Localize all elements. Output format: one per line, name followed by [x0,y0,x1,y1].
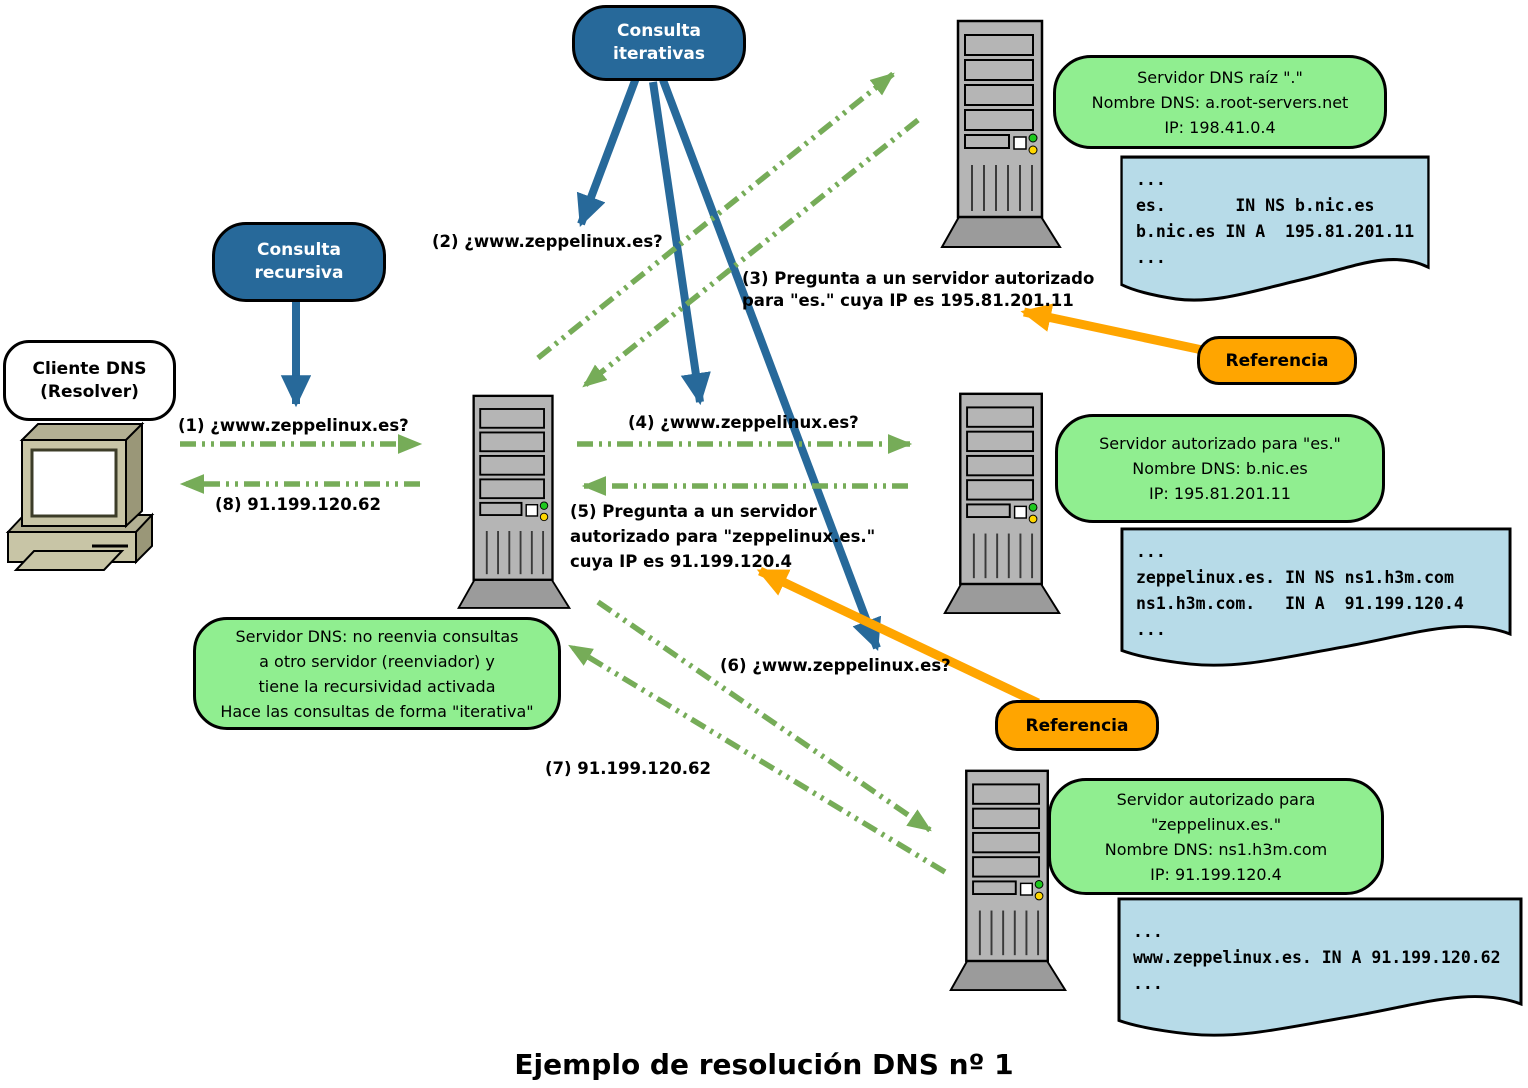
record-doc-root: ... es. IN NS b.nic.es b.nic.es IN A 195… [1120,155,1430,303]
referral-badge-bottom: Referencia [995,700,1159,751]
info-bubble-zeppelinux-server: Servidor autorizado para "zeppelinux.es.… [1048,778,1384,895]
label-step-8: (8) 91.199.120.62 [215,495,381,514]
server-tower-icon-es [943,392,1061,615]
arrow-step3-response [582,117,920,389]
record-text-zeppelinux: ... www.zeppelinux.es. IN A 91.199.120.6… [1133,922,1501,993]
node-cliente-dns: Cliente DNS (Resolver) [3,340,176,421]
node-consulta-iterativas: Consulta iterativas [572,5,746,81]
arrow-referral-top [1020,303,1208,356]
server-tower-icon-zeppelinux [949,769,1067,992]
record-doc-zeppelinux: ... www.zeppelinux.es. IN A 91.199.120.6… [1117,897,1523,1038]
label-step-4: (4) ¿www.zeppelinux.es? [628,413,859,432]
info-bubble-es-server: Servidor autorizado para "es." Nombre DN… [1055,414,1385,523]
record-text-root: ... es. IN NS b.nic.es b.nic.es IN A 195… [1136,170,1415,267]
label-step-2: (2) ¿www.zeppelinux.es? [432,232,663,251]
node-consulta-recursiva: Consulta recursiva [212,222,386,302]
referral-badge-top: Referencia [1197,336,1357,385]
server-tower-icon-root [940,19,1062,249]
arrow-referral-bottom [756,566,1040,708]
info-bubble-root-server: Servidor DNS raíz "." Nombre DNS: a.root… [1053,55,1387,149]
server-tower-icon-local-dns [457,394,571,610]
desktop-computer-icon [6,422,154,572]
arrow-step6-query [596,599,932,833]
label-step-7: (7) 91.199.120.62 [545,759,711,778]
page-title: Ejemplo de resolución DNS nº 1 [514,1048,1014,1081]
arrow-iterative-query-2 [576,76,640,227]
record-doc-es: ... zeppelinux.es. IN NS ns1.h3m.com ns1… [1120,527,1512,668]
record-text-es: ... zeppelinux.es. IN NS ns1.h3m.com ns1… [1136,542,1464,639]
arrow-iterative-query-6 [659,78,882,651]
arrow-step7-response [568,643,947,875]
wavy-document-icon [1120,527,1512,667]
wavy-document-icon [1117,897,1523,1037]
label-step-5: (5) Pregunta a un servidor autorizado pa… [570,502,876,571]
wavy-document-icon [1120,155,1430,302]
label-step-3: (3) Pregunta a un servidor autorizado pa… [742,269,1095,310]
arrow-iterative-query-4 [649,81,711,406]
note-dns-server-behaviour: Servidor DNS: no reenvia consultas a otr… [193,617,561,730]
label-step-6: (6) ¿www.zeppelinux.es? [720,656,951,675]
label-step-1: (1) ¿www.zeppelinux.es? [178,416,409,435]
